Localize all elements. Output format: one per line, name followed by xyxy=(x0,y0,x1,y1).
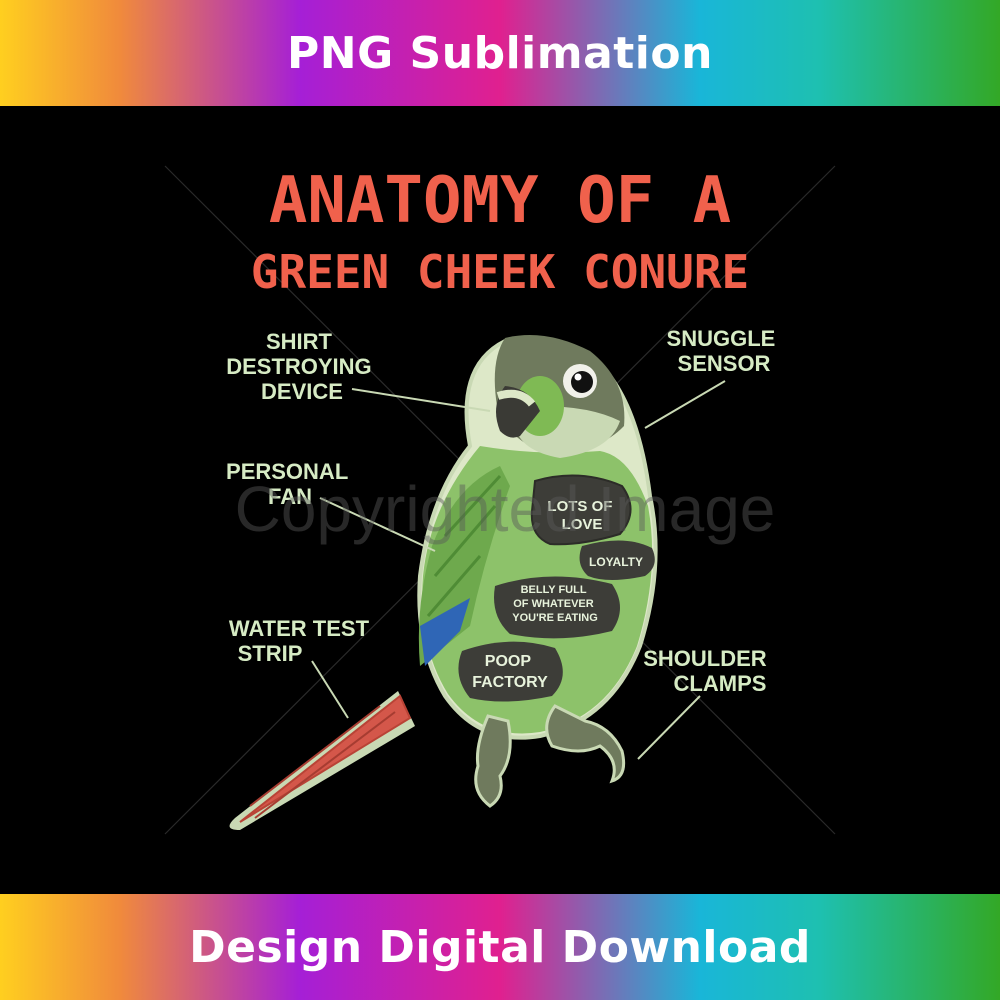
label-shirt-line-3: DEVICE xyxy=(261,379,343,404)
organ-love-line-2: LOVE xyxy=(562,516,603,533)
label-snuggle-line-1: SNUGGLE xyxy=(667,326,776,351)
organ-loyalty xyxy=(579,540,655,580)
label-snuggle-line-2: SENSOR xyxy=(678,351,771,376)
bottom-banner-text: Design Digital Download xyxy=(189,921,811,973)
label-fan-line-1: PERSONAL xyxy=(226,459,348,484)
label-snuggle-sensor: SNUGGLE SENSOR xyxy=(667,326,782,376)
tail xyxy=(229,691,415,830)
head xyxy=(494,334,625,458)
label-fan-line-2: FAN xyxy=(268,484,312,509)
pointer-lines xyxy=(311,380,726,760)
organ-love-line-1: LOTS OF xyxy=(547,498,612,515)
organ-belly-line-3: YOU'RE EATING xyxy=(512,612,598,624)
label-water-line-2: STRIP xyxy=(238,641,303,666)
organ-belly-line-1: BELLY FULL xyxy=(521,584,587,596)
top-banner: PNG Sublimation xyxy=(0,0,1000,106)
artwork-area: ANATOMY OF A GREEN CHEEK CONURE xyxy=(0,106,1000,894)
feet xyxy=(474,704,626,808)
label-shoulder-clamps: SHOULDER CLAMPS xyxy=(643,646,773,696)
organ-poop-text: POOP FACTORY xyxy=(472,653,548,691)
label-shirt-line-2: DESTROYING xyxy=(226,354,371,379)
title-line-1: ANATOMY OF A xyxy=(269,164,731,238)
conure-illustration: ANATOMY OF A GREEN CHEEK CONURE xyxy=(164,164,836,835)
organ-love-text: LOTS OF LOVE xyxy=(547,498,616,533)
title-line-2: GREEN CHEEK CONURE xyxy=(251,245,750,299)
organs: LOTS OF LOVE LOYALTY BELLY FULL OF WHATE… xyxy=(458,474,655,702)
label-shirt-destroying-device: SHIRT DESTROYING DEVICE xyxy=(226,329,378,404)
bottom-banner: Design Digital Download xyxy=(0,894,1000,1000)
organ-belly xyxy=(494,576,620,639)
label-shoulder-line-1: SHOULDER xyxy=(643,646,767,671)
organ-poop xyxy=(458,641,563,702)
organ-poop-line-1: POOP xyxy=(485,653,532,670)
watermark-text: Copyrighted Image xyxy=(235,473,776,545)
label-personal-fan: PERSONAL FAN xyxy=(226,459,354,509)
wing-blue-patch xyxy=(420,598,470,666)
organ-belly-text: BELLY FULL OF WHATEVER YOU'RE EATING xyxy=(512,584,598,624)
organ-belly-line-2: OF WHATEVER xyxy=(513,598,594,610)
label-shirt-line-1: SHIRT xyxy=(266,329,333,354)
label-water-test-strip: WATER TEST STRIP xyxy=(229,616,375,666)
organ-love xyxy=(530,474,632,546)
label-water-line-1: WATER TEST xyxy=(229,616,370,641)
label-shoulder-line-2: CLAMPS xyxy=(674,671,767,696)
organ-loyalty-text: LOYALTY xyxy=(589,555,643,569)
top-banner-text: PNG Sublimation xyxy=(287,27,713,79)
organ-poop-line-2: FACTORY xyxy=(472,674,548,691)
